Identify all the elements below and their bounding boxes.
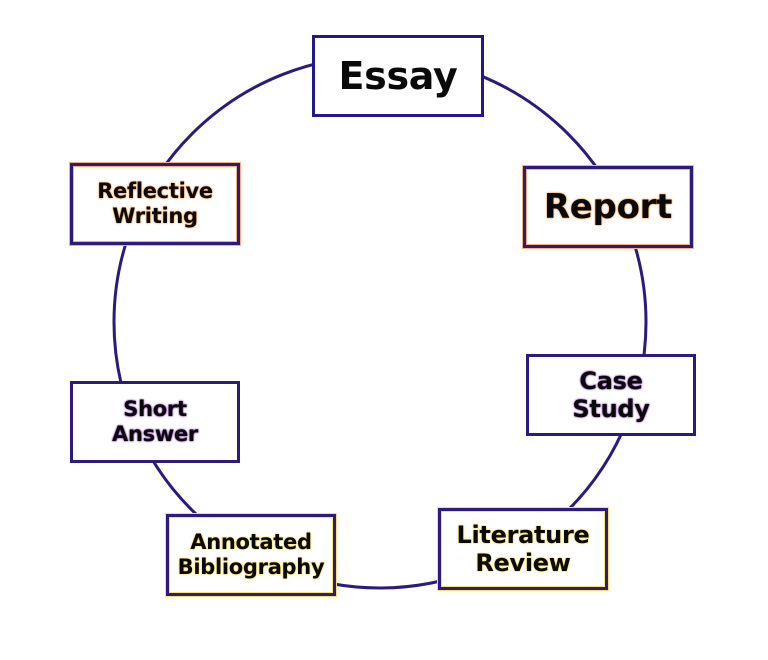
node-report: Report <box>523 166 693 248</box>
node-literature-review: Literature Review <box>438 508 608 590</box>
node-essay-label: Essay <box>338 53 458 98</box>
node-report-label: Report <box>543 186 673 227</box>
node-literature-review-label: Literature Review <box>456 520 590 577</box>
node-case-study-label: Case Study <box>572 366 650 423</box>
node-case-study: Case Study <box>526 354 696 436</box>
node-reflective-writing: Reflective Writing <box>70 163 240 245</box>
node-short-answer-label: Short Answer <box>112 397 198 446</box>
node-annotated-bibliography-label: Annotated Bibliography <box>177 530 325 579</box>
node-essay: Essay <box>312 35 484 117</box>
node-annotated-bibliography: Annotated Bibliography <box>166 514 336 596</box>
node-short-answer: Short Answer <box>70 381 240 463</box>
node-reflective-writing-label: Reflective Writing <box>97 179 213 228</box>
